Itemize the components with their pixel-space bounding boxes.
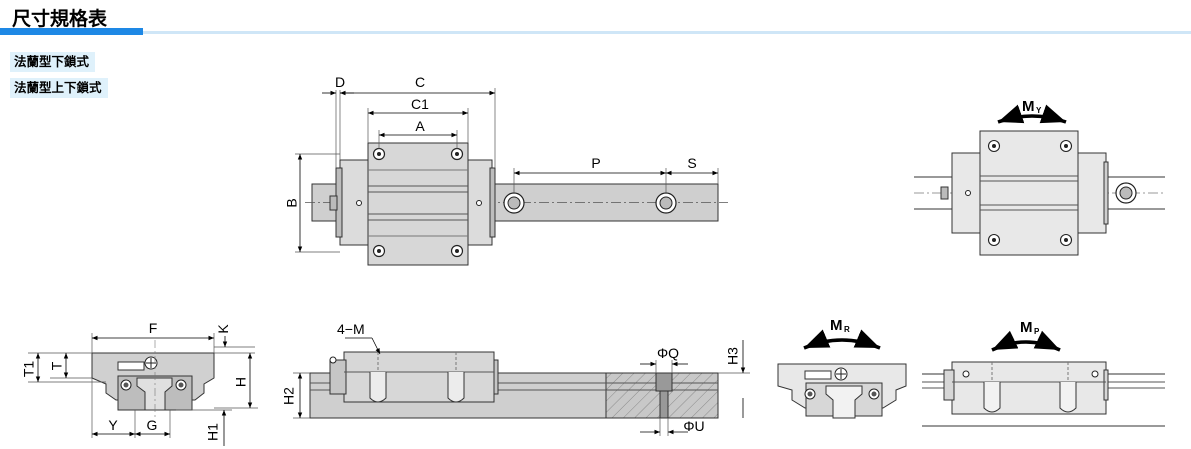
- top-view-drawing: D C C1 A P S B: [284, 74, 728, 266]
- moment-sub-r: R: [844, 325, 850, 334]
- moment-sub-y: Y: [1036, 106, 1042, 115]
- dim-label-c: C: [415, 74, 425, 90]
- dim-label-c1: C1: [411, 96, 429, 112]
- dim-label-h1: H1: [205, 423, 221, 441]
- tag-flange-upper-lower-lock: 法蘭型上下鎖式: [10, 78, 108, 98]
- dim-label-t1: T1: [21, 361, 37, 378]
- tag-flange-lower-lock: 法蘭型下鎖式: [10, 52, 96, 72]
- dim-label-k: K: [215, 324, 231, 334]
- moment-label-my: M: [1022, 98, 1035, 115]
- dim-label-phi-u: ΦU: [683, 418, 704, 434]
- block-end-seal-left: [339, 159, 369, 246]
- pitch-moment-view: M P: [922, 319, 1165, 427]
- dim-label-phi-q: ΦQ: [657, 345, 679, 361]
- side-view-drawing: 4−M H2 H3 ΦQ ΦU: [281, 321, 750, 436]
- page-title: 尺寸規格表: [12, 8, 108, 30]
- title-divider: [143, 31, 1191, 34]
- dim-label-s: S: [687, 155, 696, 171]
- roll-moment-view: M R: [777, 317, 907, 419]
- dim-label-h: H: [233, 377, 249, 387]
- dim-label-h3: H3: [725, 347, 741, 365]
- dim-label-d: D: [335, 74, 345, 90]
- dim-label-p: P: [591, 155, 600, 171]
- title-accent-bar: [0, 28, 143, 35]
- dim-label-a: A: [415, 118, 425, 134]
- block-body: [367, 142, 469, 266]
- yaw-moment-view: M Y: [914, 98, 1165, 256]
- dim-label-g: G: [147, 417, 158, 433]
- dim-label-h2: H2: [281, 387, 297, 405]
- dim-label-b: B: [284, 198, 300, 207]
- dim-label-t: T: [49, 361, 65, 370]
- end-plate-right: [489, 167, 496, 238]
- rail-bolt-hole: [503, 192, 525, 214]
- moment-label-mr: M: [830, 317, 843, 334]
- grease-nipple: [356, 200, 362, 206]
- front-view-drawing: F K T1 T H H1 Y G: [21, 320, 258, 446]
- moment-label-mp: M: [1020, 319, 1033, 336]
- dim-label-y: Y: [108, 417, 118, 433]
- title-bar: 尺寸規格表: [0, 0, 1191, 36]
- dim-label-4m: 4−M: [337, 321, 365, 337]
- dim-label-f: F: [149, 320, 158, 336]
- brand-plate: [117, 361, 145, 371]
- moment-sub-p: P: [1034, 327, 1040, 336]
- rail-bolt-hole: [655, 192, 677, 214]
